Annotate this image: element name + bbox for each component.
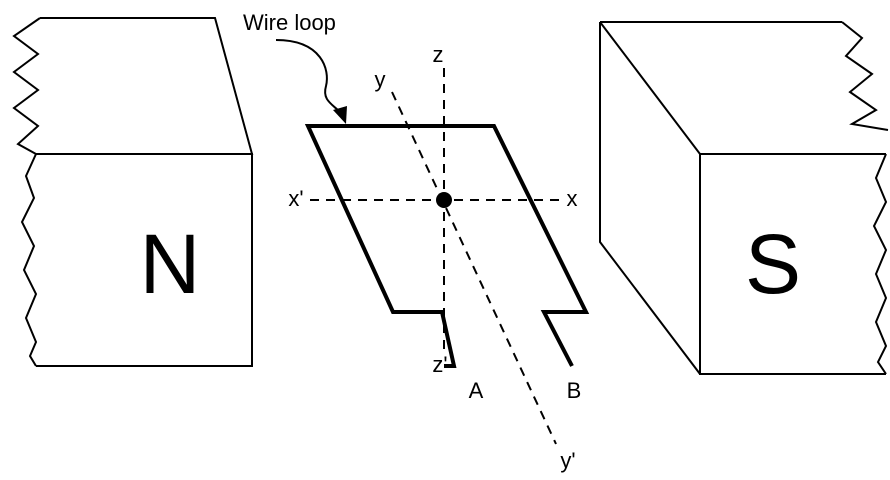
axis-x-prime-label: x' <box>288 186 303 211</box>
south-magnet-break-front <box>872 153 888 375</box>
north-magnet-top-face <box>36 17 254 155</box>
axis-y-label: y <box>375 67 386 92</box>
south-pole-label: S <box>745 217 801 311</box>
axis-z-label: z <box>433 42 444 67</box>
terminal-a-label: A <box>469 378 484 403</box>
terminal-b-label: B <box>567 378 582 403</box>
axis-y-prime-label: y' <box>560 448 575 473</box>
wire-loop-label: Wire loop <box>243 10 336 35</box>
south-magnet-front-face <box>699 154 886 375</box>
callout-arrowhead <box>333 106 347 124</box>
south-magnet-top-face <box>599 21 886 155</box>
rotation-center-dot <box>436 192 452 208</box>
north-magnet-break-front <box>20 153 38 367</box>
wire-loop: A B <box>304 124 590 403</box>
wire-loop-callout: Wire loop <box>243 10 347 124</box>
callout-leader <box>275 39 341 113</box>
axis-x-label: x <box>567 186 578 211</box>
wire-loop-conductor <box>304 124 590 368</box>
north-magnet-front-face <box>36 153 253 367</box>
south-magnet: S <box>599 21 889 375</box>
north-magnet-break-top <box>12 17 41 155</box>
axes: z z' x x' y y' <box>288 42 577 473</box>
axis-z-prime-label: z' <box>432 352 447 377</box>
north-pole-label: N <box>140 217 201 311</box>
south-magnet-break-top <box>841 21 889 131</box>
south-magnet-side-face <box>599 22 701 375</box>
north-magnet: N <box>12 17 254 367</box>
y-axis <box>391 91 557 445</box>
